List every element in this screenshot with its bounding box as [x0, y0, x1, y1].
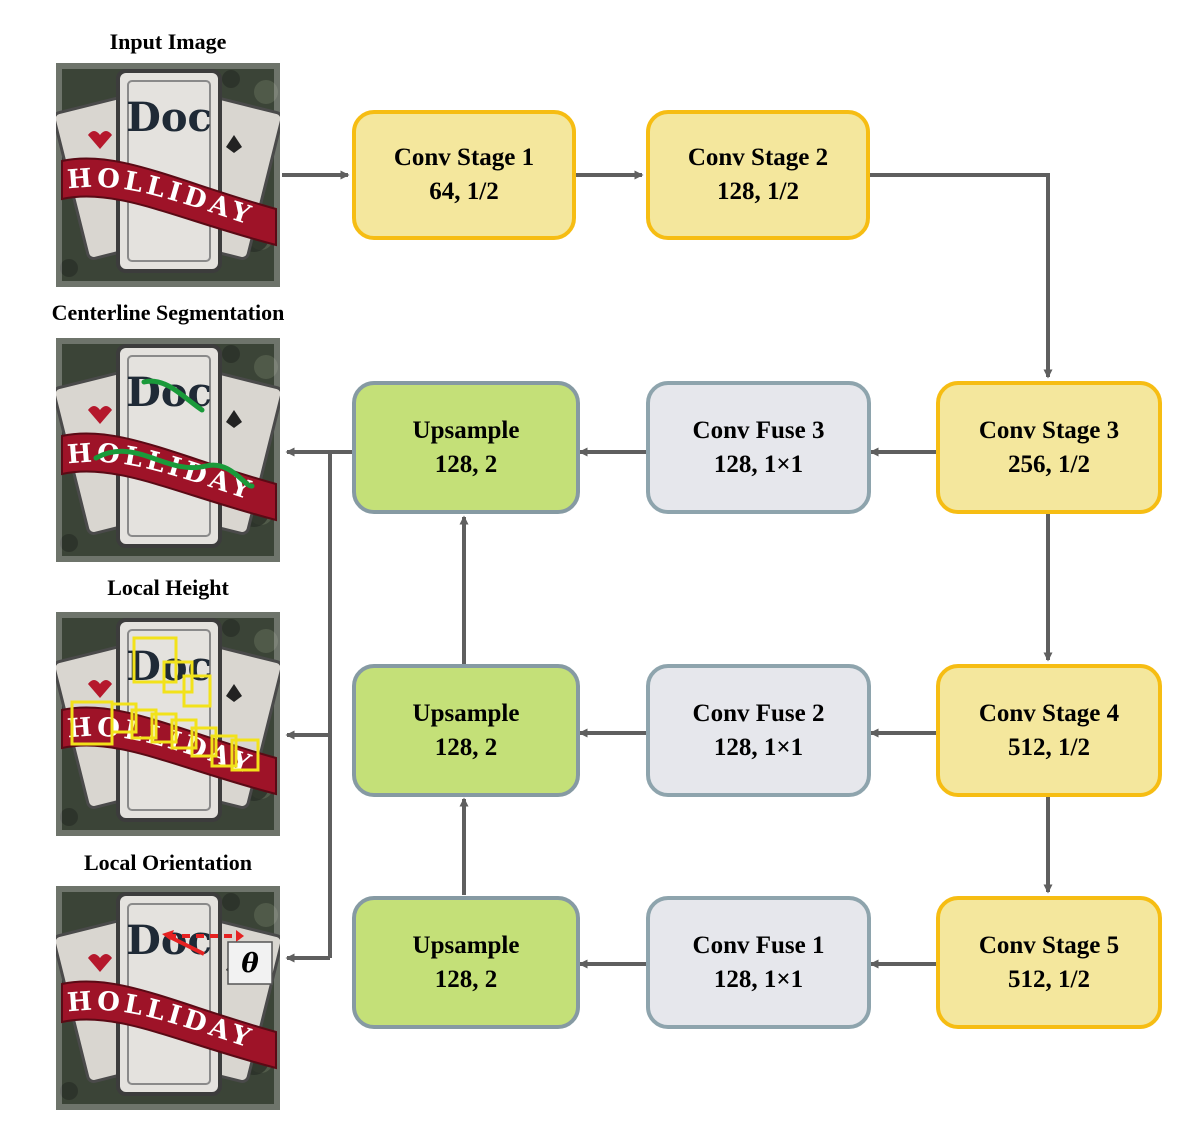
banner-ribbon — [61, 980, 277, 1070]
conv-stage-5-box: Conv Stage 5 512, 1/2 — [936, 896, 1162, 1029]
spade-suit — [226, 410, 242, 428]
sign-top-text: Doc — [126, 917, 212, 964]
conv-fuse-2-params: 128, 1×1 — [713, 733, 804, 761]
input-image-title: Input Image — [109, 29, 227, 54]
conv-stage-1-params: 64, 1/2 — [429, 178, 499, 205]
conv-stage-2-params: 128, 1/2 — [717, 178, 799, 205]
upsample-3-name: Upsample — [412, 416, 520, 444]
heart-suit — [88, 680, 112, 698]
conv-fuse-3-name: Conv Fuse 3 — [692, 416, 825, 444]
conv-stage-3-params: 256, 1/2 — [1008, 450, 1090, 478]
spade-suit — [226, 135, 242, 153]
upsample-1-params: 128, 2 — [434, 965, 498, 993]
height-box-11 — [230, 738, 260, 772]
theta-label-box — [227, 941, 273, 985]
centerline-banner — [93, 448, 255, 489]
conv-fuse-2-name: Conv Fuse 2 — [692, 699, 825, 727]
conv-fuse-2-box: Conv Fuse 2 128, 1×1 — [646, 664, 871, 797]
heart-suit — [88, 406, 112, 424]
conv-fuse-3-box: Conv Fuse 3 128, 1×1 — [646, 381, 871, 514]
theta-label: θ — [241, 949, 259, 979]
upsample-1-box: Upsample 128, 2 — [352, 896, 580, 1029]
upsample-1-name: Upsample — [412, 931, 520, 959]
local-height-title: Local Height — [107, 575, 229, 600]
conv-stage-2-box: Conv Stage 2 128, 1/2 — [646, 110, 870, 240]
conv-stage-1-name: Conv Stage 1 — [393, 144, 535, 171]
centerline-top — [141, 378, 205, 413]
banner-ribbon — [61, 706, 277, 796]
conv-fuse-1-params: 128, 1×1 — [713, 965, 804, 993]
conv-stage-5-params: 512, 1/2 — [1008, 965, 1090, 993]
height-box-9 — [190, 726, 218, 758]
height-box-6 — [130, 708, 158, 740]
spade-suit — [226, 684, 242, 702]
conv-stage-1-box: Conv Stage 1 64, 1/2 — [352, 110, 576, 240]
banner-ribbon — [61, 432, 277, 522]
sign-top-text: Doc — [126, 94, 212, 141]
conv-stage-4-box: Conv Stage 4 512, 1/2 — [936, 664, 1162, 797]
upsample-2-box: Upsample 128, 2 — [352, 664, 580, 797]
upsample-2-params: 128, 2 — [434, 733, 498, 761]
height-box-8 — [170, 718, 198, 750]
conv-stage-4-name: Conv Stage 4 — [978, 699, 1120, 727]
heart-suit — [88, 954, 112, 972]
conv-fuse-1-box: Conv Fuse 1 128, 1×1 — [646, 896, 871, 1029]
height-box-3 — [182, 674, 212, 708]
orientation-reference-head — [236, 930, 244, 942]
heart-suit — [88, 131, 112, 149]
conv-stage-3-name: Conv Stage 3 — [978, 416, 1120, 444]
conv-stage-4-params: 512, 1/2 — [1008, 733, 1090, 761]
conv-fuse-3-params: 128, 1×1 — [713, 450, 804, 478]
upsample-3-box: Upsample 128, 2 — [352, 381, 580, 514]
conv-fuse-1-name: Conv Fuse 1 — [692, 931, 825, 959]
upsample-2-name: Upsample — [412, 699, 520, 727]
conv-stage-2-name: Conv Stage 2 — [687, 144, 829, 171]
conv-stage-5-name: Conv Stage 5 — [978, 931, 1120, 959]
height-box-5 — [110, 702, 138, 734]
centerline-segmentation-title: Centerline Segmentation — [51, 300, 285, 325]
height-box-10 — [210, 734, 238, 768]
height-box-1 — [132, 636, 178, 684]
local-orientation-title: Local Orientation — [83, 850, 253, 875]
arrow-stage2-stage3 — [870, 173, 1053, 379]
upsample-3-params: 128, 2 — [434, 450, 498, 478]
height-box-7 — [150, 712, 178, 744]
orientation-arrow-line — [167, 934, 205, 956]
conv-stage-3-box: Conv Stage 3 256, 1/2 — [936, 381, 1162, 514]
banner-ribbon — [61, 157, 277, 247]
